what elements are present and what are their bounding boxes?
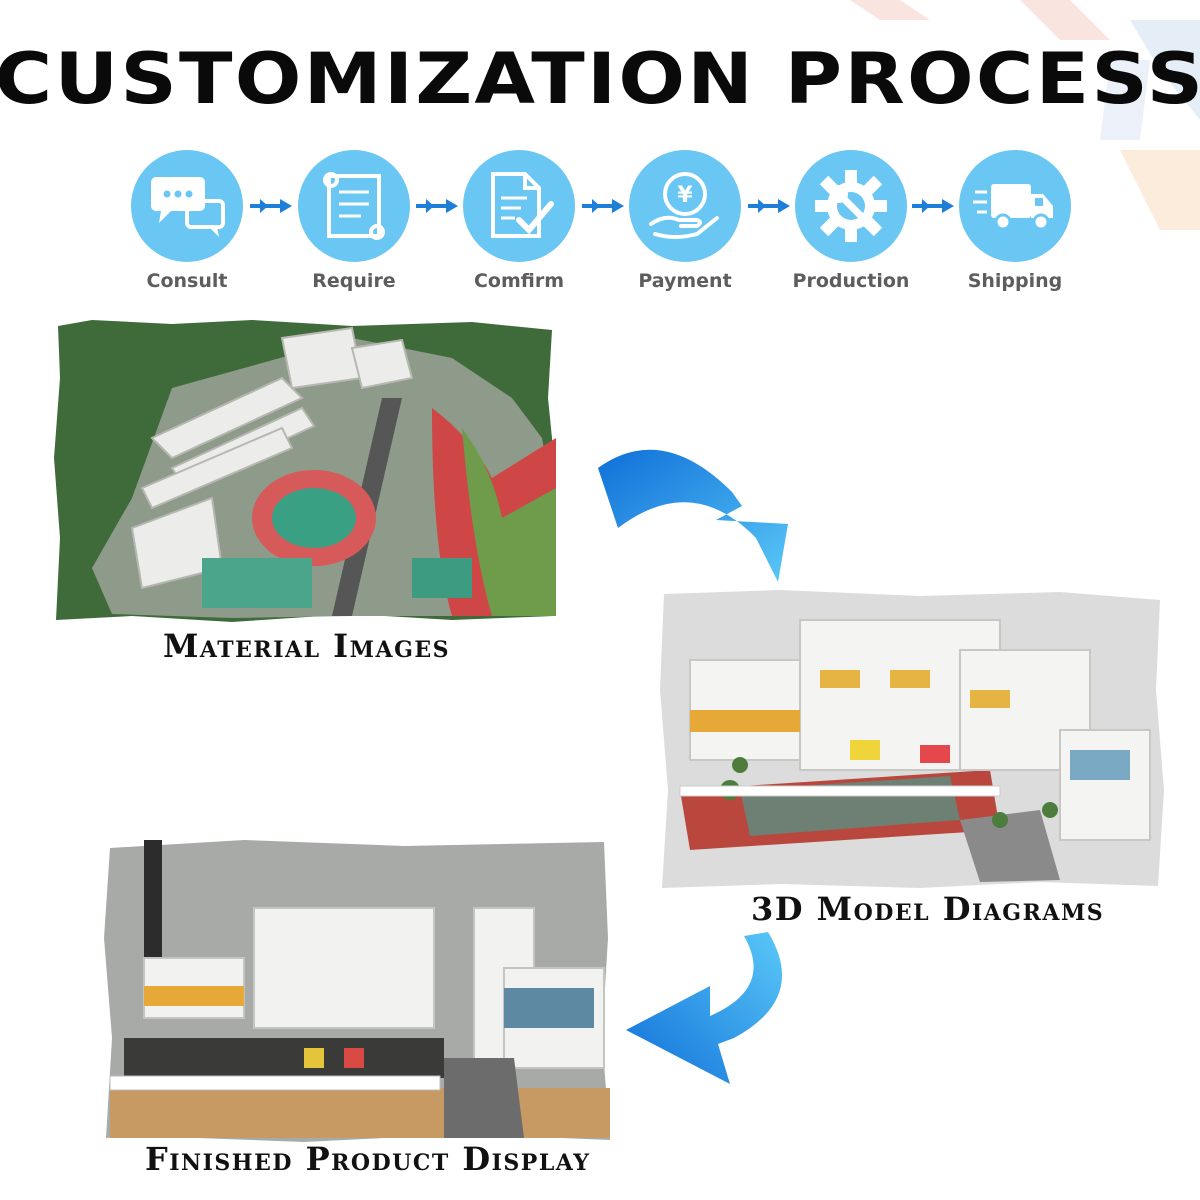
model-diagrams-caption: 3D Model Diagrams: [751, 890, 1105, 928]
step-require: Require: [279, 150, 429, 292]
corner-decoration: [850, 0, 1200, 230]
finished-product-caption: Finished Product Display: [145, 1140, 591, 1178]
material-images-caption: Material Images: [163, 627, 451, 665]
curved-arrow-down-icon: [598, 449, 788, 582]
page-title: CUSTOMIZATION PROCESS: [0, 38, 1200, 120]
step-shipping: Shipping: [940, 150, 1090, 292]
delivery-truck-icon: [959, 150, 1071, 262]
step-label: Shipping: [967, 270, 1063, 292]
finished-product-image: [104, 840, 610, 1142]
chat-bubbles-icon: [131, 150, 243, 262]
arrow-right-icon: [912, 199, 954, 213]
step-payment: ¥ Payment: [610, 150, 760, 292]
step-consult: Consult: [112, 150, 262, 292]
curved-arrow-back-icon: [626, 932, 783, 1084]
arrow-right-icon: [250, 199, 292, 213]
arrow-right-icon: [416, 199, 458, 213]
step-production: Production: [776, 150, 926, 292]
svg-text:¥: ¥: [677, 183, 693, 208]
step-label: Production: [792, 270, 910, 292]
step-label: Comfirm: [473, 270, 565, 292]
gear-wrench-icon: [795, 150, 907, 262]
step-label: Consult: [146, 270, 228, 292]
model-diagram-image: [660, 590, 1164, 888]
arrow-right-icon: [582, 199, 624, 213]
step-label: Payment: [638, 270, 732, 292]
step-comfirm: Comfirm: [444, 150, 594, 292]
coin-hand-icon: ¥: [629, 150, 741, 262]
document-check-icon: [463, 150, 575, 262]
blueprint-scroll-icon: [298, 150, 410, 262]
step-label: Require: [312, 270, 396, 292]
material-image: [54, 320, 556, 622]
arrow-right-icon: [748, 199, 790, 213]
